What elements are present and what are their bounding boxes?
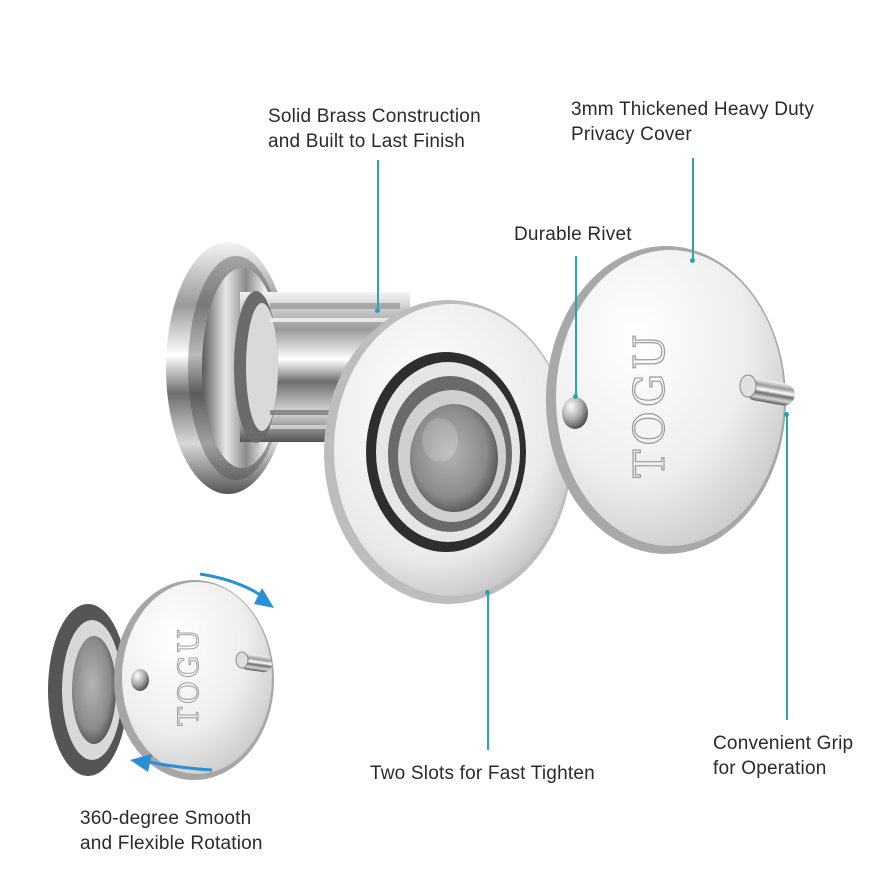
callout-convenient-grip: Convenient Grip for Operation — [713, 731, 853, 781]
callout-solid-brass-line2: and Built to Last Finish — [268, 131, 466, 152]
inset-engraving: TOGU — [172, 626, 205, 726]
leader-dot-solid-brass — [375, 308, 380, 313]
callout-two-slots: Two Slots for Fast Tighten — [370, 761, 595, 786]
leader-privacy-cover — [692, 158, 694, 260]
cover-engraving: TOGU — [625, 330, 674, 477]
rivet — [562, 397, 588, 429]
callout-durable-rivet: Durable Rivet — [514, 222, 632, 247]
leader-solid-brass — [377, 160, 379, 310]
callout-two-slots-line1: Two Slots for Fast Tighten — [370, 763, 595, 784]
leader-two-slots — [487, 592, 489, 750]
callout-rotation: 360-degree Smooth and Flexible Rotation — [80, 806, 263, 856]
leader-dot-durable-rivet — [573, 394, 578, 399]
callout-solid-brass: Solid Brass Construction and Built to La… — [268, 104, 481, 154]
callout-privacy-cover-line2: Privacy Cover — [571, 124, 692, 145]
callout-solid-brass-line1: Solid Brass Construction — [268, 106, 481, 127]
front-flange — [324, 300, 572, 604]
callout-privacy-cover-line1: 3mm Thickened Heavy Duty — [571, 99, 815, 120]
callout-convenient-grip-line1: Convenient Grip — [713, 733, 854, 754]
callout-durable-rivet-line1: Durable Rivet — [514, 224, 632, 245]
callout-privacy-cover: 3mm Thickened Heavy Duty Privacy Cover — [571, 97, 814, 147]
rotation-arrow-icon — [130, 572, 274, 772]
leader-dot-convenient-grip — [784, 412, 789, 417]
leader-dot-privacy-cover — [690, 258, 695, 263]
callout-rotation-line1: 360-degree Smooth — [80, 808, 252, 829]
leader-dot-two-slots — [485, 590, 490, 595]
rotation-inset: TOGU — [48, 580, 274, 780]
privacy-cover: TOGU — [546, 246, 786, 554]
leader-convenient-grip — [786, 414, 788, 720]
callout-rotation-line2: and Flexible Rotation — [80, 833, 263, 854]
leader-durable-rivet — [575, 256, 577, 396]
grip-knob — [739, 374, 795, 406]
callout-convenient-grip-line2: for Operation — [713, 758, 827, 779]
